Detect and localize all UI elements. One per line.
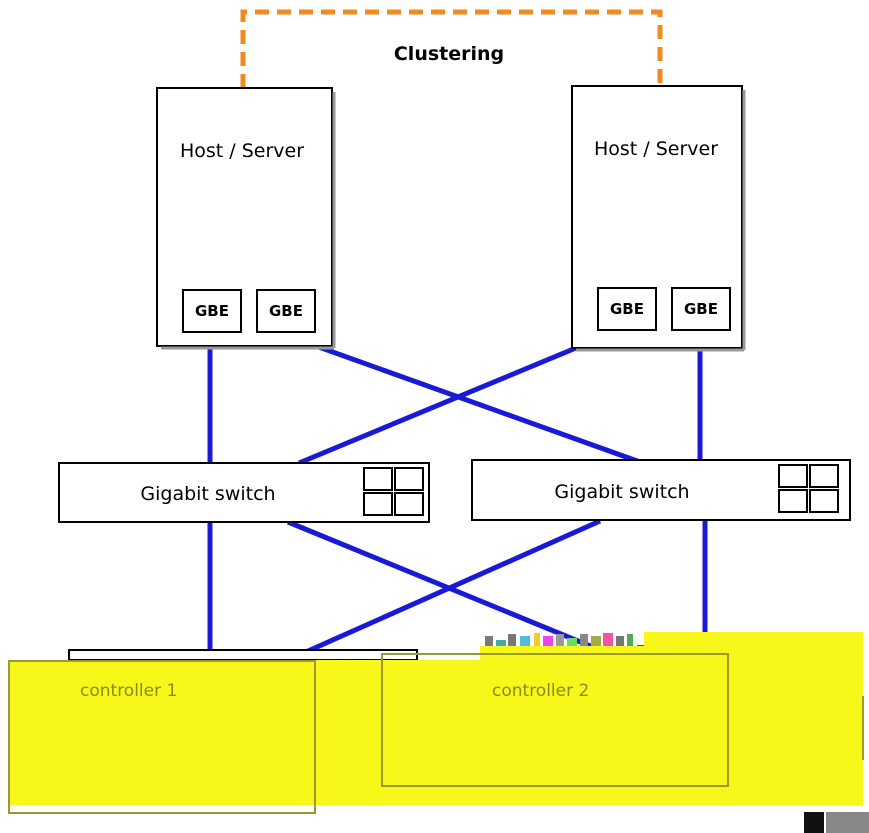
gigabit-switch-1: Gigabit switch [58, 462, 430, 523]
controller-2-label: controller 2 [492, 681, 589, 701]
gigabit-switch-2: Gigabit switch [471, 459, 851, 521]
svg-text:GBE: GBE [269, 302, 303, 320]
controller-1 [8, 660, 316, 814]
host-1-label: Host / Server [180, 140, 304, 162]
host-server-1: Host / Server GBE GBE [156, 87, 336, 350]
svg-text:GBE: GBE [684, 300, 718, 318]
gbe-port: GBE [671, 287, 731, 331]
clustering-link [240, 9, 663, 88]
switch-ports-icon [363, 467, 424, 516]
switch-ports-icon [778, 464, 839, 513]
host-2-label: Host / Server [594, 138, 718, 160]
svg-text:GBE: GBE [195, 302, 229, 320]
switch-2-label: Gigabit switch [554, 481, 689, 503]
yellow-highlight [8, 632, 863, 805]
clustering-label: Clustering [394, 43, 504, 65]
controller-1-label: controller 1 [80, 681, 177, 701]
svg-text:GBE: GBE [610, 300, 644, 318]
host-switch-links [207, 330, 703, 466]
gbe-port: GBE [256, 289, 316, 333]
gbe-port: GBE [182, 289, 242, 333]
controller-2 [381, 653, 729, 787]
switch-controller-links [207, 518, 708, 658]
host-server-2: Host / Server GBE GBE [571, 85, 746, 352]
gbe-port: GBE [597, 287, 657, 331]
controller-area: controller 1 controller 2 [8, 632, 869, 833]
switch-1-label: Gigabit switch [140, 483, 275, 505]
